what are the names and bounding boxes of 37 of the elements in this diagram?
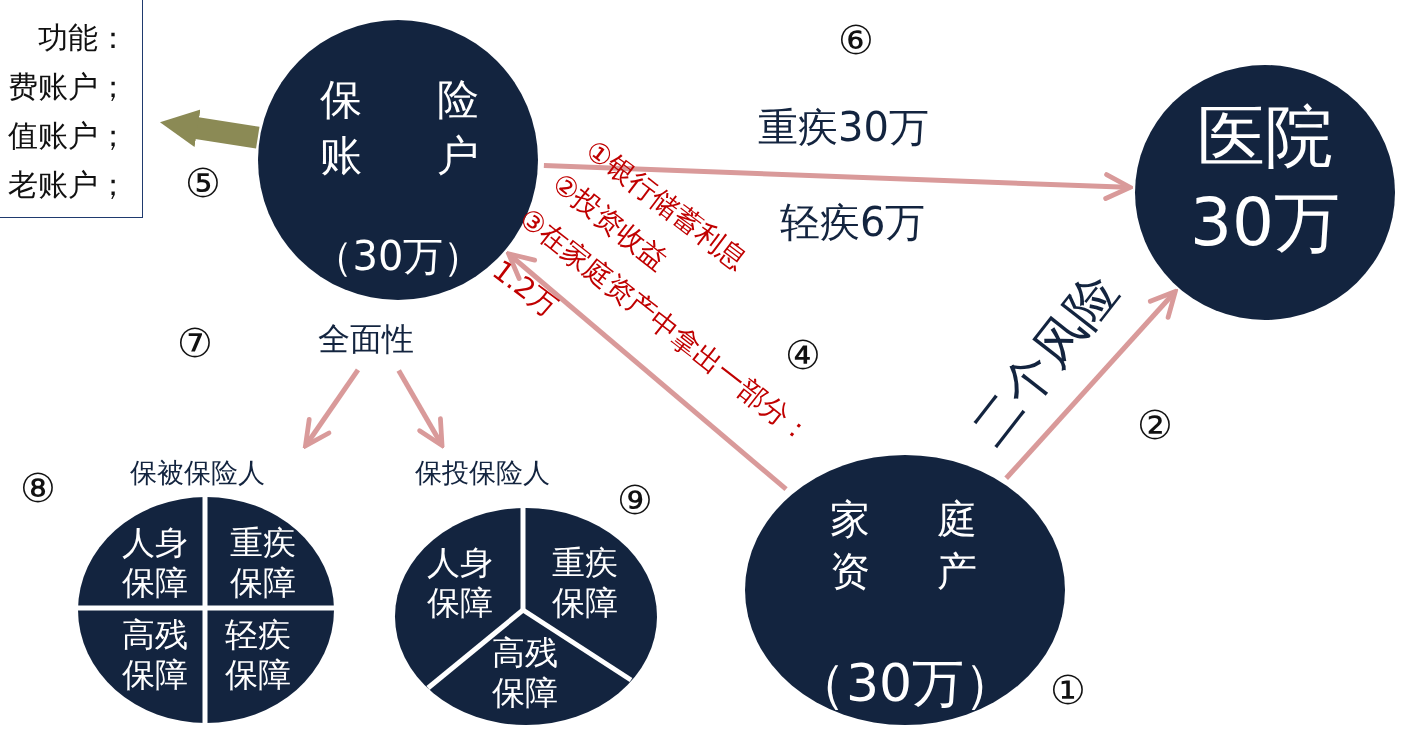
note-text: 值账户； <box>8 118 128 154</box>
segment-label: 高残保障 <box>120 615 189 695</box>
category-text: 全面性 <box>318 318 414 362</box>
pie-heading: 保被保险人 <box>130 456 265 490</box>
step-number: ⑥ <box>838 20 874 60</box>
arrow <box>1004 289 1178 480</box>
step-number: ④ <box>785 335 821 375</box>
segment-label: 轻疾保障 <box>223 615 292 695</box>
edge-label: 二个风险 <box>961 264 1129 456</box>
arrow <box>396 369 445 448</box>
step-number: ⑧ <box>20 468 56 508</box>
annotation-text: 轻疾6万 <box>780 200 926 244</box>
arrow <box>543 162 1133 201</box>
note-box <box>0 0 143 218</box>
segment-label: 高残保障 <box>490 633 559 713</box>
circle-title: 家庭资产 <box>830 495 1045 596</box>
arrow <box>506 251 788 492</box>
amount-text: 30万 <box>1189 187 1341 260</box>
note-text: 老账户； <box>8 167 128 203</box>
segment-label: 人身保障 <box>120 523 189 603</box>
edge-label: 重疾30万 <box>758 105 929 149</box>
circle-title: 医院 <box>1196 100 1334 175</box>
step-number: ② <box>1137 405 1173 445</box>
step-number: ⑨ <box>617 480 653 520</box>
circle-title: 保险账户 <box>320 74 555 182</box>
amount-text: （30万） <box>792 655 1018 713</box>
arrow <box>303 368 361 449</box>
note-text: 功能： <box>38 20 128 56</box>
segment-label: 重疾保障 <box>550 543 619 623</box>
pie-heading: 保投保险人 <box>415 456 550 490</box>
note-text: 费账户； <box>8 69 128 105</box>
segment-label: 人身保障 <box>425 543 494 623</box>
step-number: ⑤ <box>185 163 221 203</box>
step-number: ⑦ <box>177 323 213 363</box>
step-number: ① <box>1050 670 1086 710</box>
segment-label: 重疾保障 <box>228 523 297 603</box>
arrow <box>160 109 260 149</box>
